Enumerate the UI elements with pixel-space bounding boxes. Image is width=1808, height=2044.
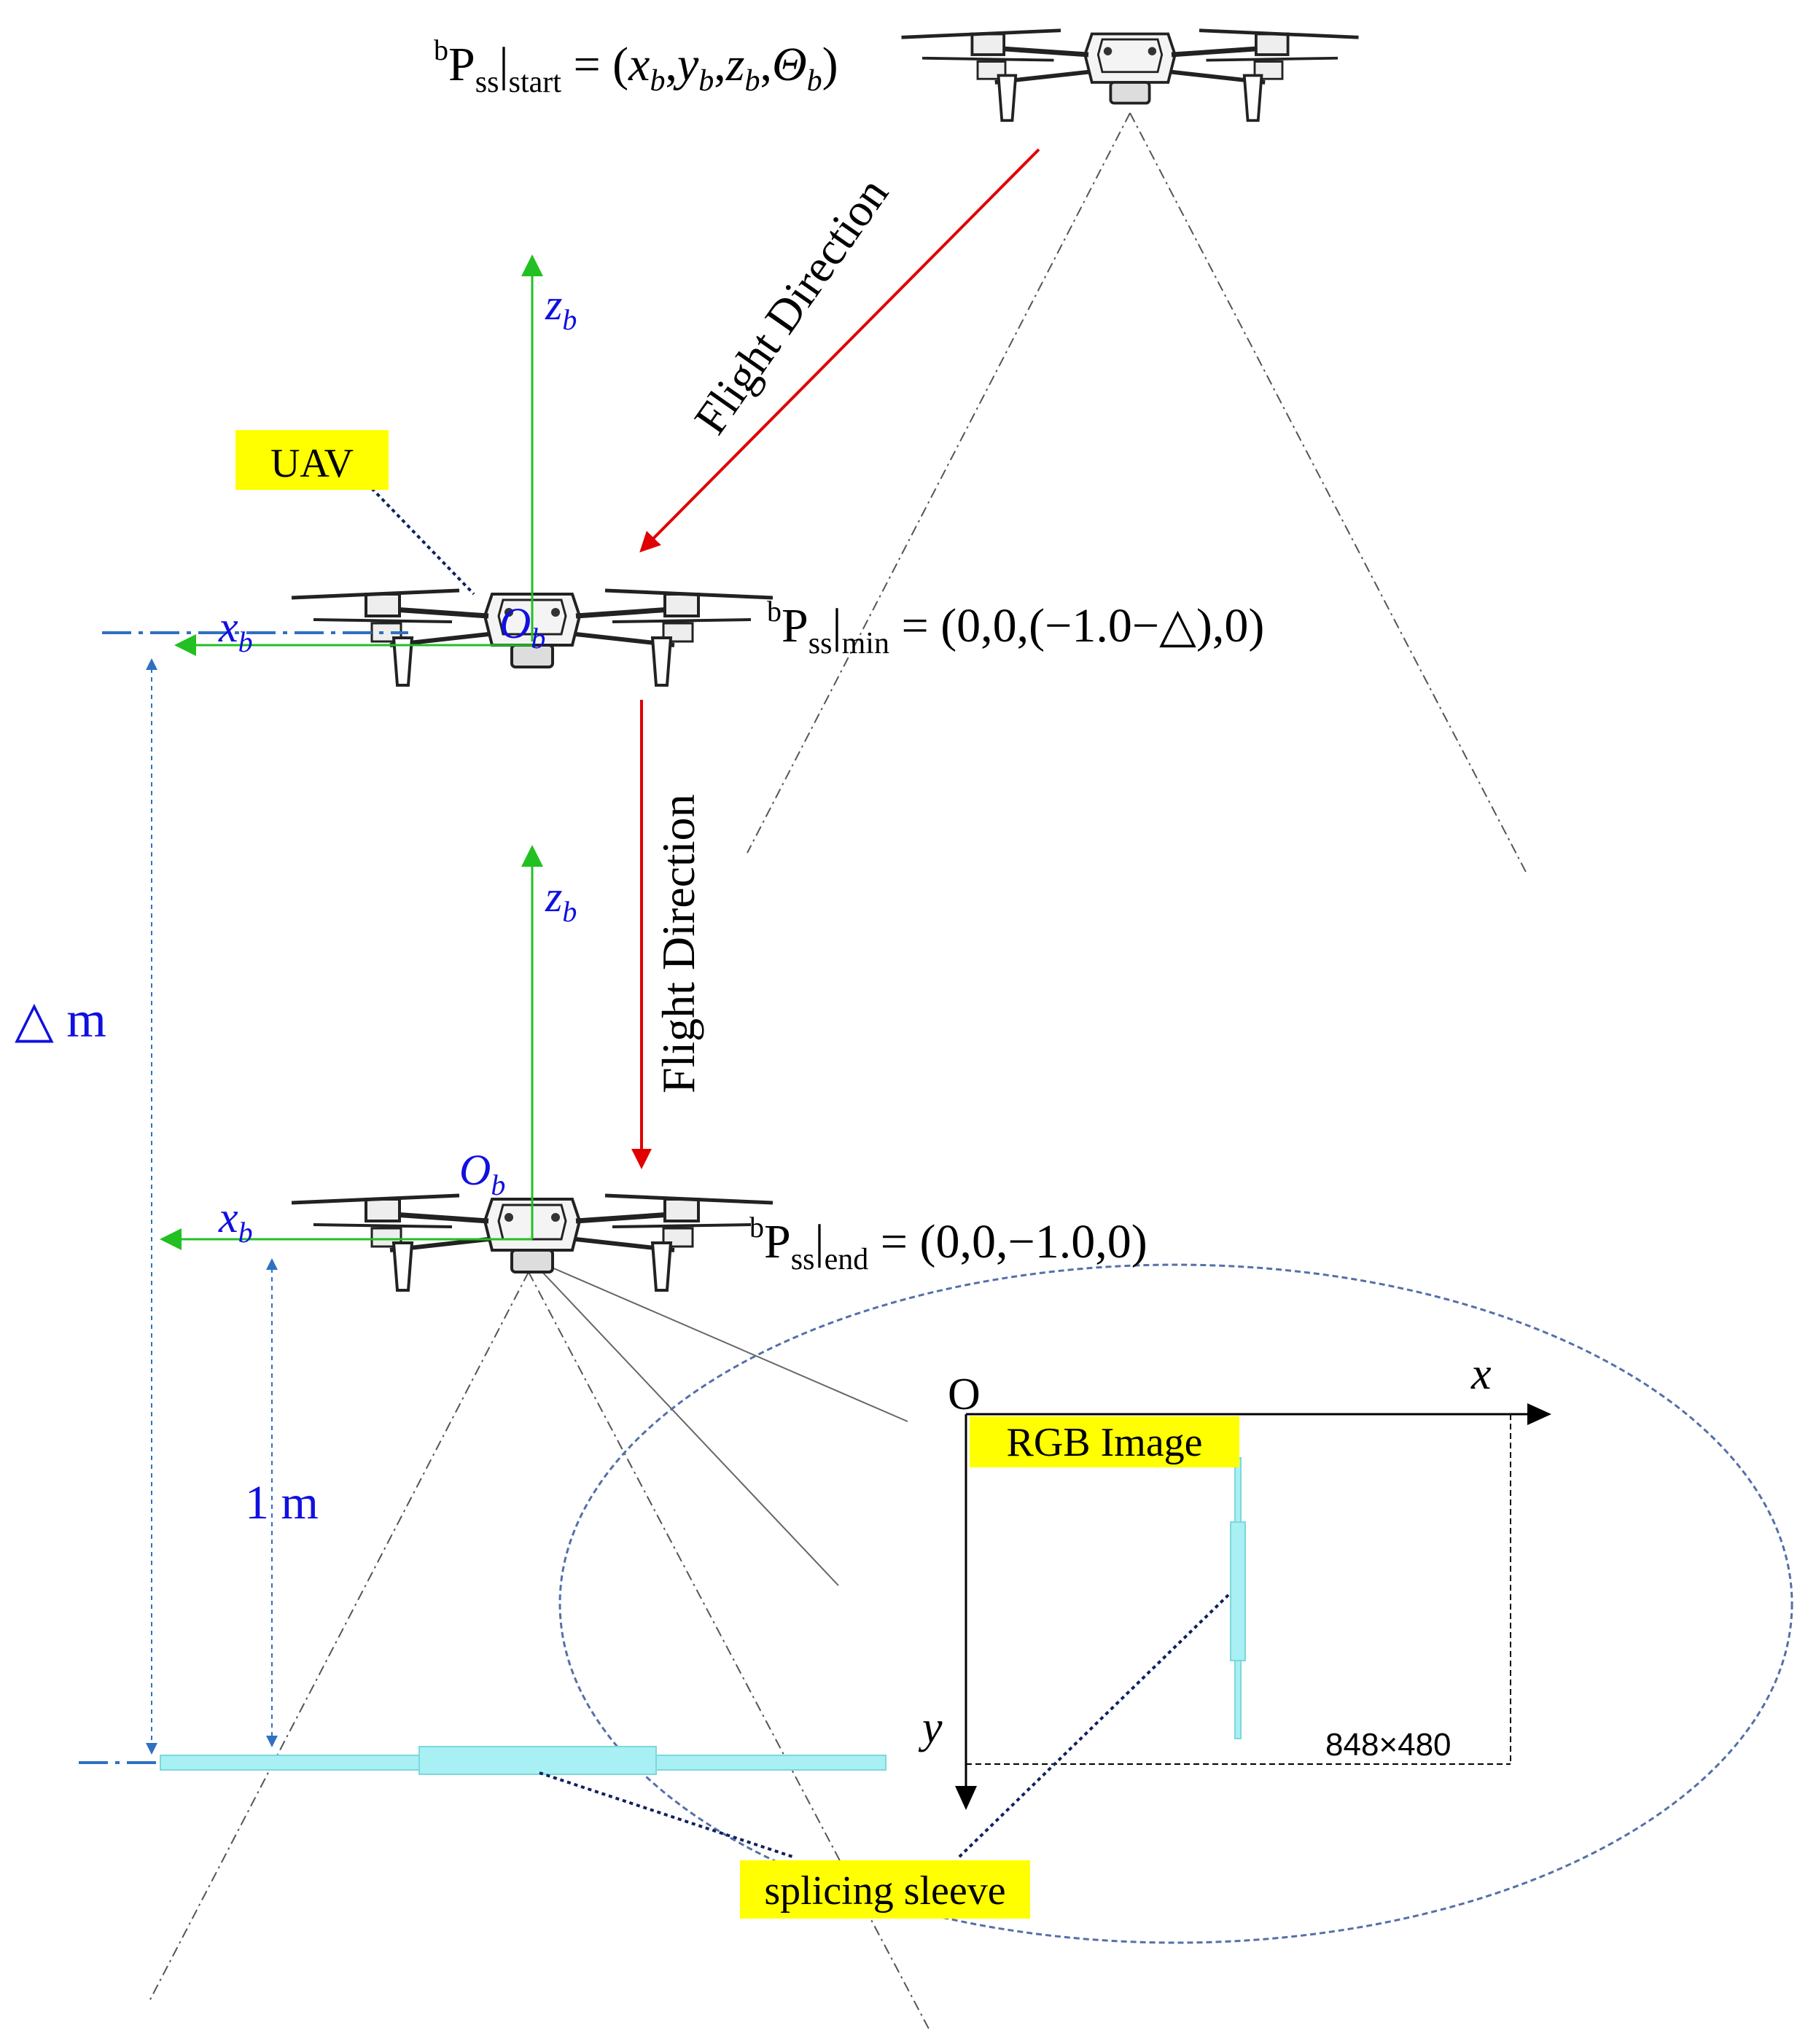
image-x-label: x: [1470, 1349, 1492, 1399]
ob-label-min: Ob: [499, 599, 545, 655]
image-frame: [955, 1403, 1551, 1810]
equation-end: bPss|end = (0,0,−1.0,0): [749, 1211, 1147, 1276]
flight-direction-label-vertical: Flight Direction: [652, 794, 704, 1093]
flight-arrow-diagonal: [639, 148, 1040, 553]
image-resolution-label: 848×480: [1325, 1727, 1452, 1763]
one-m-label: 1 m: [245, 1476, 319, 1529]
zb-label-min: zb: [545, 281, 577, 336]
rgb-image-zoom-ellipse: [558, 1263, 1793, 1944]
splicing-sleeve-label: splicing sleeve: [740, 1860, 1030, 1919]
image-y-label: y: [918, 1703, 943, 1752]
equation-start: bPss|start = (xb,yb,zb,Θb): [434, 34, 838, 99]
svg-text:RGB Image: RGB Image: [1006, 1420, 1202, 1465]
image-origin-label: O: [948, 1370, 981, 1419]
drone-start: [902, 31, 1359, 121]
equation-min: bPss|min = (0,0,(−1.0−△),0): [767, 595, 1264, 660]
xb-label-min: xb: [218, 603, 253, 658]
splicing-sleeve-image: [1230, 1457, 1246, 1739]
svg-text:UAV: UAV: [270, 441, 354, 486]
rgb-image-label: RGB Image: [970, 1416, 1239, 1467]
callout-lines: [370, 487, 1230, 1859]
ob-label-end: Ob: [459, 1146, 505, 1201]
splicing-sleeve-ground: [160, 1746, 887, 1775]
svg-text:splicing sleeve: splicing sleeve: [764, 1868, 1005, 1914]
axes-min: [174, 254, 543, 656]
axes-end: [160, 845, 543, 1250]
flight-direction-label-diagonal: Flight Direction: [684, 168, 898, 443]
delta-m-label: △ m: [15, 992, 106, 1048]
top-drone-frustum: [747, 112, 1528, 875]
bottom-drone-projection: [528, 1257, 908, 1586]
zb-label-end: zb: [545, 873, 577, 928]
uav-label: UAV: [235, 430, 389, 490]
xb-label-end: xb: [218, 1193, 253, 1249]
bottom-drone-frustum: [149, 1271, 930, 2031]
